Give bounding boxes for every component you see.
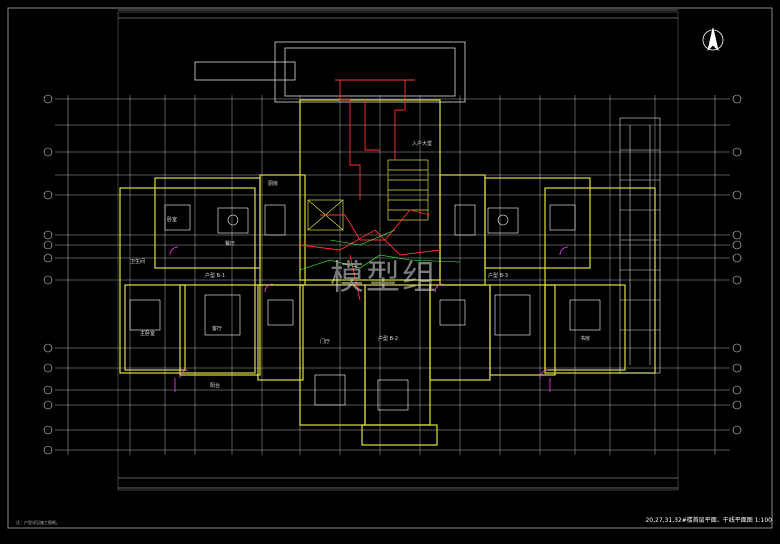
room-label: 书房	[580, 336, 591, 342]
room-label: 门厅	[320, 339, 331, 345]
unit-label-c: 户型 B-3	[488, 273, 509, 279]
external-stair	[619, 117, 661, 374]
drawing-title: 20,27,31,32#楼首层平面、干线平面图 1:100	[645, 515, 772, 524]
electrical-lines	[299, 79, 441, 301]
drawing-note: 注：户型详见施工图纸。	[16, 520, 60, 525]
north-arrow	[702, 27, 724, 52]
drawing-title-text: 20,27,31,32#楼首层平面、干线平面图	[645, 517, 753, 524]
unit-label-b: 户型 B-2	[378, 336, 399, 342]
walls	[119, 99, 656, 446]
unit-label-a: 户型 B-1	[205, 273, 226, 279]
furniture	[129, 204, 601, 411]
axis-bubbles-right	[732, 94, 742, 435]
room-label: 阳台	[210, 383, 221, 389]
room-label: 客厅	[212, 326, 223, 332]
room-label: 餐厅	[225, 241, 236, 247]
dimension-lines	[67, 9, 716, 489]
pipe-lines	[299, 229, 461, 271]
room-label: 主卧室	[140, 331, 156, 337]
drawing-frame	[7, 7, 773, 529]
inner-frame	[117, 11, 679, 491]
room-label: 卧室	[167, 217, 178, 223]
upper-structure	[194, 41, 466, 103]
room-label: 卫生间	[130, 259, 146, 265]
room-label: 厨房	[268, 181, 279, 187]
watermark: 模型组	[330, 258, 438, 298]
entrance-label: 入户大堂	[412, 141, 433, 147]
grid-lines-vertical	[129, 95, 656, 455]
drawing-scale: 1:100	[754, 517, 772, 524]
axis-bubbles-left	[43, 94, 53, 455]
doors	[169, 246, 569, 392]
